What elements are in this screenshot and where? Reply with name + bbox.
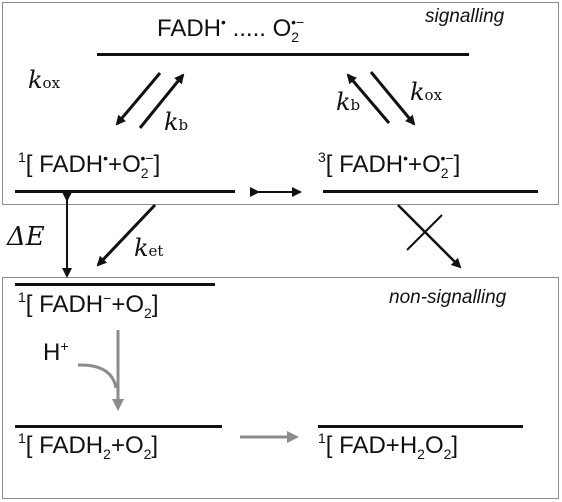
triplet-pair-level — [323, 190, 538, 193]
k-b-right-arrow — [346, 73, 391, 124]
proton-curve — [77, 363, 118, 389]
k-b-left-label: kb — [164, 108, 189, 136]
signalling-label: signalling — [425, 6, 505, 27]
non-signalling-region — [2, 277, 559, 499]
singlet-pair-level — [15, 190, 235, 193]
singlet-pair-label: 1[ FADH•+O2•−] — [18, 149, 161, 181]
fadh2-label: 1[ FADH2+O2] — [18, 430, 159, 462]
k-ox-right-label: kox — [410, 78, 443, 106]
k-ox-left-arrow — [115, 72, 162, 126]
k-et-arrow — [96, 203, 157, 267]
k-et-label: ket — [134, 234, 164, 262]
triplet-blocked-arrow — [397, 204, 462, 269]
non-signalling-label: non-signalling — [389, 287, 507, 308]
proton-label: H+ — [43, 338, 69, 366]
radical-pair-level — [97, 53, 469, 56]
k-b-right-label: kb — [336, 88, 361, 116]
k-ox-left-label: kox — [28, 66, 61, 94]
signalling-region — [2, 2, 559, 205]
fadh-minus-level — [15, 283, 215, 286]
blocked-cross-mark — [406, 214, 443, 251]
fad-h2o2-label: 1[ FAD+H2O2] — [318, 430, 459, 462]
delta-e-label: ΔE — [7, 222, 45, 252]
triplet-pair-label: 3[ FADH•+O2•−] — [318, 149, 461, 181]
k-ox-right-arrow — [369, 71, 416, 126]
fadh2-level — [15, 425, 222, 428]
k-b-left-arrow — [138, 73, 185, 129]
fadh-minus-label: 1[ FADH−+O2] — [18, 289, 159, 321]
fad-h2o2-level — [318, 425, 523, 428]
radical-pair-label: FADH• ..... O2•− — [157, 14, 305, 45]
